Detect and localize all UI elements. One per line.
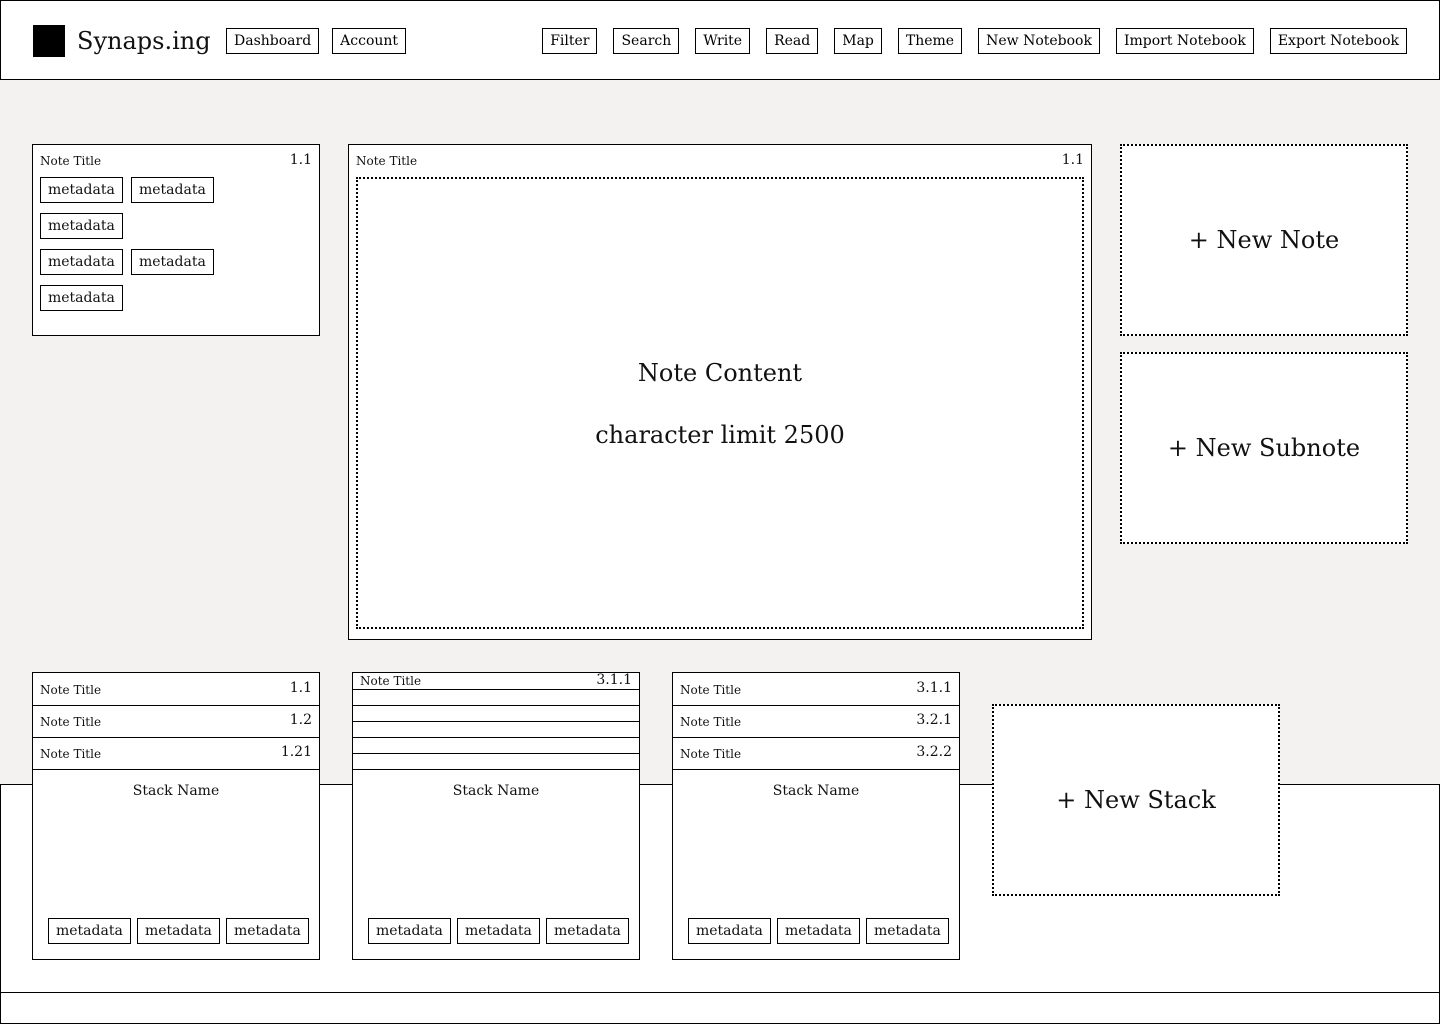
note-content-placeholder: Note Content (637, 359, 803, 387)
character-limit-text: character limit 2500 (595, 421, 845, 449)
metadata-tag[interactable]: metadata (40, 213, 123, 239)
note-number: 1.1 (289, 680, 312, 696)
stack-row[interactable]: Note Title 3.2.1 (673, 705, 959, 738)
metadata-tag[interactable]: metadata (688, 918, 771, 944)
stack-row[interactable]: Note Title 3.1.1 (353, 672, 639, 690)
note-number: 1.2 (289, 712, 312, 728)
write-button[interactable]: Write (695, 28, 751, 54)
metadata-tag[interactable]: metadata (457, 918, 540, 944)
stack-row[interactable]: Note Title 3.1.1 (673, 673, 959, 706)
note-number: 1.1 (289, 152, 312, 168)
note-content-area[interactable]: Note Content character limit 2500 (356, 177, 1084, 629)
nav-right-group: Filter Search Write Read Map Theme New N… (542, 28, 1407, 54)
metadata-tag[interactable]: metadata (40, 177, 123, 203)
map-button[interactable]: Map (834, 28, 882, 54)
nav-left-group: Dashboard Account (226, 28, 407, 54)
metadata-tag[interactable]: metadata (131, 177, 214, 203)
stack-card[interactable]: Note Title 3.1.1 Stack Name metadata met… (352, 672, 640, 960)
note-title: Note Title (680, 683, 742, 697)
metadata-tag[interactable]: metadata (40, 285, 123, 311)
stack-row[interactable] (353, 689, 639, 706)
note-number: 1.1 (1061, 152, 1084, 168)
note-title: Note Title (680, 715, 742, 729)
metadata-tag[interactable]: metadata (131, 249, 214, 275)
new-stack-button[interactable]: + New Stack (992, 704, 1280, 896)
footer-bar (0, 992, 1440, 1024)
note-number: 3.2.1 (916, 712, 952, 728)
new-subnote-button[interactable]: + New Subnote (1120, 352, 1408, 544)
note-title: Note Title (680, 747, 742, 761)
stack-row[interactable] (353, 737, 639, 754)
metadata-tag[interactable]: metadata (777, 918, 860, 944)
stack-name: Stack Name (452, 783, 540, 799)
note-card[interactable]: Note Title 1.1 metadata metadata metadat… (32, 144, 320, 336)
stack-row[interactable]: Note Title 1.2 (33, 705, 319, 738)
new-note-button[interactable]: + New Note (1120, 144, 1408, 336)
note-title: Note Title (40, 747, 102, 761)
logo-square-icon (33, 25, 65, 57)
note-title: Note Title (40, 683, 102, 697)
note-number: 3.1.1 (596, 672, 632, 688)
metadata-tag[interactable]: metadata (137, 918, 220, 944)
note-number: 3.1.1 (916, 680, 952, 696)
note-number: 3.2.2 (916, 744, 952, 760)
stack-row[interactable]: Note Title 1.21 (33, 737, 319, 770)
note-title: Note Title (360, 674, 422, 688)
stack-name: Stack Name (772, 783, 860, 799)
metadata-tag[interactable]: metadata (546, 918, 629, 944)
filter-button[interactable]: Filter (542, 28, 598, 54)
search-button[interactable]: Search (613, 28, 680, 54)
stack-row[interactable] (353, 721, 639, 738)
note-title: Note Title (40, 154, 102, 168)
metadata-tag[interactable]: metadata (866, 918, 949, 944)
metadata-tag[interactable]: metadata (368, 918, 451, 944)
dashboard-button[interactable]: Dashboard (226, 28, 320, 54)
metadata-tag[interactable]: metadata (226, 918, 309, 944)
metadata-tag[interactable]: metadata (48, 918, 131, 944)
stack-card[interactable]: Note Title 1.1 Note Title 1.2 Note Title… (32, 672, 320, 960)
stack-row[interactable] (353, 753, 639, 770)
stack-name: Stack Name (132, 783, 220, 799)
theme-button[interactable]: Theme (897, 28, 963, 54)
account-button[interactable]: Account (332, 28, 407, 54)
metadata-tag[interactable]: metadata (40, 249, 123, 275)
stack-row[interactable] (353, 705, 639, 722)
top-navigation-bar: Synaps.ing Dashboard Account Filter Sear… (0, 0, 1440, 80)
stack-row[interactable]: Note Title 3.2.2 (673, 737, 959, 770)
new-notebook-button[interactable]: New Notebook (978, 28, 1100, 54)
stack-row[interactable]: Note Title 1.1 (33, 673, 319, 706)
main-note-editor: Note Title 1.1 Note Content character li… (348, 144, 1092, 640)
import-notebook-button[interactable]: Import Notebook (1115, 28, 1254, 54)
read-button[interactable]: Read (766, 28, 819, 54)
note-title: Note Title (40, 715, 102, 729)
brand-name: Synaps.ing (77, 27, 211, 55)
export-notebook-button[interactable]: Export Notebook (1269, 28, 1407, 54)
note-title: Note Title (356, 154, 418, 168)
note-number: 1.21 (280, 744, 312, 760)
stack-card[interactable]: Note Title 3.1.1 Note Title 3.2.1 Note T… (672, 672, 960, 960)
